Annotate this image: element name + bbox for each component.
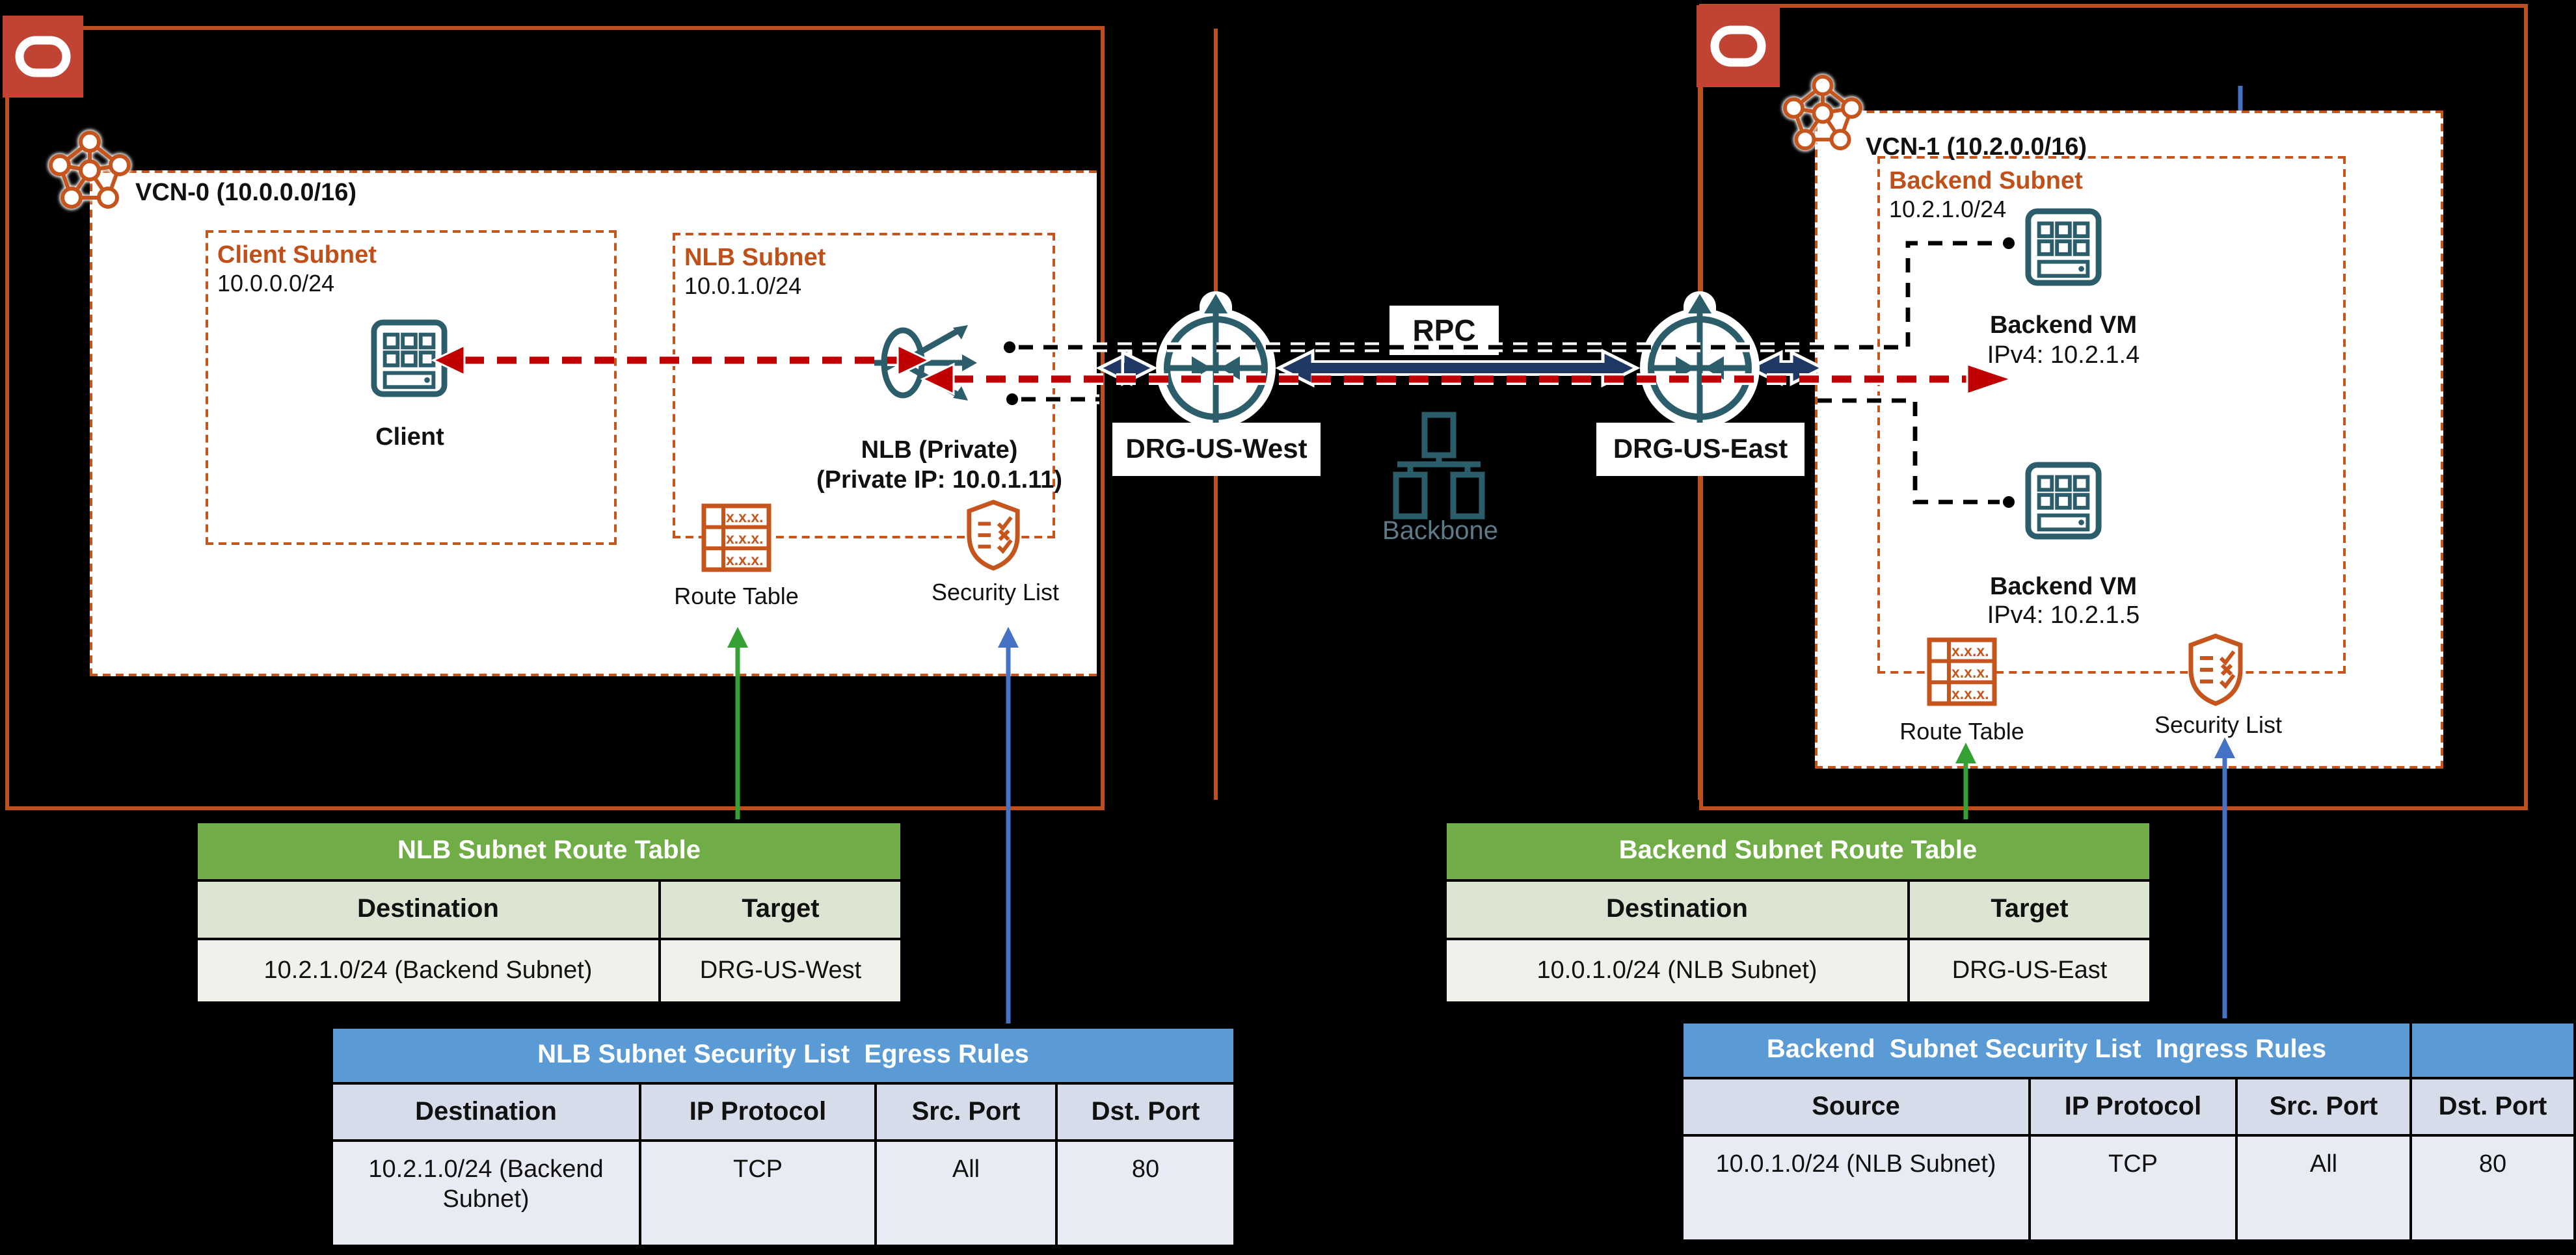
column-header: Dst. Port [2412,1079,2573,1134]
route-table-arrow-east [1955,743,1976,819]
route-table-row-text: x.x.x. [1952,685,1989,702]
client-subnet-title: Client Subnet [217,242,377,269]
table-cell: DRG-US-East [1910,940,2149,1001]
column-header: Dst. Port [1058,1085,1233,1139]
nlb-subnet-box [673,233,1055,538]
column-header: Source [1684,1079,2028,1134]
security-list-arrow-west [998,627,1019,1024]
client-subnet-cidr: 10.0.0.0/24 [217,271,335,297]
backend-vm2-icon [2025,462,2102,540]
vcn0-box [90,170,1097,676]
column-header: IP Protocol [2031,1079,2235,1134]
backend-subnet-cidr: 10.2.1.0/24 [1889,196,2007,222]
column-header: IP Protocol [641,1085,874,1139]
column-header: Destination [1447,882,1907,938]
column-header: Src. Port [2238,1079,2409,1134]
route-table-row-text: x.x.x. [1952,642,1989,659]
table-cell: DRG-US-West [661,940,900,1001]
table-title-spacer [2412,1024,2573,1077]
table-cell: 80 [2412,1137,2573,1239]
security-list-shield-icon-west [967,499,1020,571]
backend-security-list-table: Backend Subnet Security List Ingress Rul… [1681,1021,2576,1242]
route-table-arrow-west [727,627,748,819]
route-table-label-west: Route Table [674,583,799,609]
table-title: Backend Subnet Security List Ingress Rul… [1684,1024,2409,1077]
backend-vm1-ip: IPv4: 10.2.1.4 [1987,342,2140,369]
table-cell: 10.0.1.0/24 (NLB Subnet) [1684,1137,2028,1239]
drg-east-label: DRG-US-East [1596,423,1805,476]
route-table-row-text: x.x.x. [1952,664,1989,681]
health-check-line-vm1 [1001,235,2017,356]
backbone-network-icon [1393,412,1485,520]
route-table-icon-east: x.x.x. x.x.x. x.x.x. [1927,637,1997,706]
health-check-line-vm2 [1004,391,2017,510]
security-list-shield-icon-east [2188,633,2243,706]
backend-subnet-box [1877,156,2346,674]
table-cell: 80 [1058,1142,1233,1245]
backend-vm2-label: Backend VM [1990,574,2137,601]
route-table-row-text: x.x.x. [726,530,764,547]
vcn-network-icon-west [49,131,131,209]
nlb-security-list-table: NLB Subnet Security List Egress Rules De… [330,1026,1236,1247]
oracle-o-icon [15,36,71,77]
backend-vm1-label: Backend VM [1990,312,2137,339]
backend-route-table: Backend Subnet Route Table Destination T… [1444,821,2152,1004]
backend-vm2-ip: IPv4: 10.2.1.5 [1987,602,2140,629]
table-cell: 10.0.1.0/24 (NLB Subnet) [1447,940,1907,1001]
route-table-icon-west: x.x.x. x.x.x. x.x.x. [701,503,771,572]
column-header: Target [1910,882,2149,938]
route-table-row-text: x.x.x. [726,509,764,525]
table-cell: TCP [641,1142,874,1245]
vcn-network-icon-east [1783,74,1862,151]
column-header: Target [661,882,900,938]
security-list-arrow-east [2214,737,2235,1018]
backbone-label: Backbone [1382,517,1498,546]
table-cell: 10.2.1.0/24 (Backend Subnet) [333,1142,639,1245]
route-table-label-east: Route Table [1899,719,2024,745]
backend-vm1-icon [2025,208,2102,286]
column-header: Destination [333,1085,639,1139]
table-cell: All [2238,1137,2409,1239]
table-cell: All [877,1142,1055,1245]
vcn1-label: VCN-1 (10.2.0.0/16) [1866,134,2087,161]
security-list-label-west: Security List [931,579,1060,605]
client-computer-icon [371,319,448,397]
backend-subnet-title: Backend Subnet [1889,168,2083,195]
red-flow-client-nlb [431,343,932,377]
oracle-logo-west [3,16,83,98]
nlb-route-table: NLB Subnet Route Table Destination Targe… [195,821,903,1004]
red-flow-nlb-backend [920,362,2015,396]
table-title: NLB Subnet Security List Egress Rules [333,1029,1233,1082]
route-table-row-text: x.x.x. [726,551,764,568]
table-title: NLB Subnet Route Table [198,823,900,879]
client-label: Client [375,424,444,451]
nlb-subnet-cidr: 10.0.1.0/24 [684,273,802,299]
oracle-o-icon [1710,25,1766,67]
client-subnet-box [206,230,617,545]
nlb-label-line2: (Private IP: 10.0.1.11) [816,467,1063,494]
security-list-label-east: Security List [2154,712,2283,738]
table-cell: TCP [2031,1137,2235,1239]
nlb-subnet-title: NLB Subnet [684,244,826,272]
drg-icon-west [1156,291,1276,445]
region-us-west [5,26,1105,810]
oracle-logo-east [1697,5,1780,87]
drg-west-label: DRG-US-West [1112,423,1321,476]
column-header: Src. Port [877,1085,1055,1139]
nlb-label-line1: NLB (Private) [861,437,1018,464]
table-title: Backend Subnet Route Table [1447,823,2149,879]
table-cell: 10.2.1.0/24 (Backend Subnet) [198,940,658,1001]
column-header: Destination [198,882,658,938]
vcn0-label: VCN-0 (10.0.0.0/16) [135,179,357,207]
